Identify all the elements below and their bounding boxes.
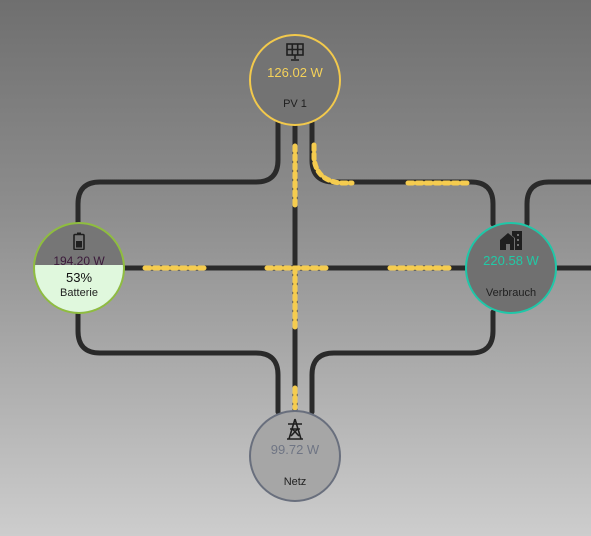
grid-power-value: 99.72 W <box>270 442 320 457</box>
home-building-icon <box>499 230 523 255</box>
power-transmission-tower-icon <box>286 418 304 445</box>
consumption-label: Verbrauch <box>485 287 537 299</box>
pv-node[interactable]: 126.02 W PV 1 <box>249 34 341 126</box>
battery-power-value: 194.20 W <box>53 254 105 268</box>
battery-node[interactable]: 194.20 W 53% Batterie <box>33 222 125 314</box>
line-pv-consumption <box>309 119 496 227</box>
battery-label: Batterie <box>60 287 98 299</box>
pv-power-value: 126.02 W <box>267 65 323 80</box>
consumption-power-value: 220.58 W <box>483 253 539 268</box>
line-pv-battery <box>75 119 281 227</box>
line-grid-consumption <box>309 309 496 415</box>
battery-level-fill <box>35 265 123 312</box>
grid-node[interactable]: 99.72 W Netz <box>249 410 341 502</box>
battery-percent: 53% <box>65 270 93 285</box>
battery-icon <box>73 232 85 255</box>
pv-label: PV 1 <box>283 98 307 110</box>
flow-pv-consumption <box>311 142 355 186</box>
line-consumption-extra-top <box>524 179 591 227</box>
line-battery-grid <box>75 309 281 415</box>
consumption-node[interactable]: 220.58 W Verbrauch <box>465 222 557 314</box>
grid-label: Netz <box>283 476 307 488</box>
solar-panel-icon <box>285 42 305 67</box>
